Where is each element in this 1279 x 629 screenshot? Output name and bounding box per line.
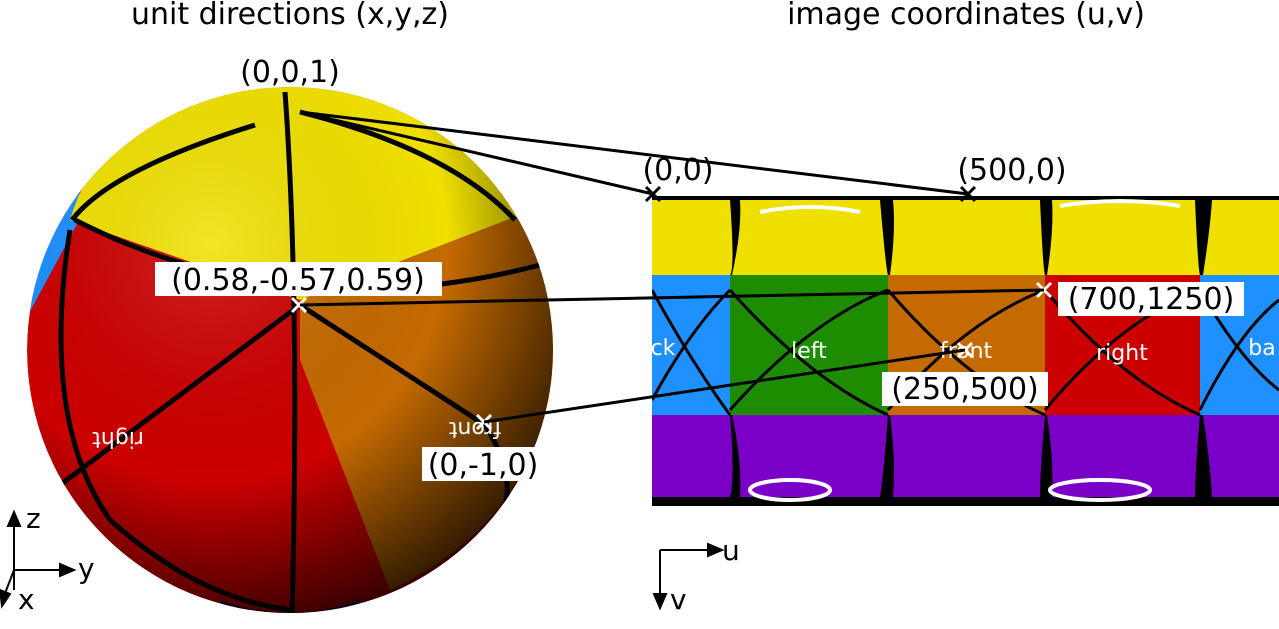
image-point-label-center: (250,500) — [891, 372, 1038, 407]
sphere-axis-label-z: z — [26, 502, 41, 535]
pano-face-label-left: left — [791, 339, 827, 364]
sphere-axis-label-x: x — [18, 583, 35, 616]
sphere — [27, 87, 553, 613]
image-point-label-corner: (700,1250) — [1068, 282, 1235, 317]
sphere-point-label-side-bg — [422, 447, 544, 481]
sphere-axes — [0, 509, 77, 609]
image-axis-label-u: u — [722, 534, 740, 567]
sphere-point-label-top: (0,0,1) — [240, 55, 340, 90]
pano-face-label-back-right: ba — [1248, 336, 1275, 361]
sphere-point-label-diag-bg — [155, 262, 442, 296]
sphere-face-label-right: right — [92, 426, 144, 451]
pano-face-label-back-left: ck — [651, 336, 676, 361]
sphere-point-label-diag: (0.58,-0.57,0.59) — [171, 263, 425, 298]
sphere-marker-diag — [290, 296, 308, 314]
left-title: unit directions (x,y,z) — [131, 0, 449, 32]
image-point-label-corner-bg — [1058, 282, 1244, 316]
sphere-axis-label-y: y — [78, 552, 95, 585]
image-point-label-center-bg — [882, 372, 1048, 406]
sphere-point-label-side: (0,-1,0) — [428, 448, 539, 483]
pano-face-label-right: right — [1096, 341, 1148, 366]
image-point-label-top-mid: (500,0) — [957, 153, 1066, 188]
image-axis-label-v: v — [670, 583, 687, 616]
image-axes — [652, 542, 725, 611]
correspondence-lines — [299, 110, 1045, 424]
right-title: image coordinates (u,v) — [787, 0, 1145, 32]
